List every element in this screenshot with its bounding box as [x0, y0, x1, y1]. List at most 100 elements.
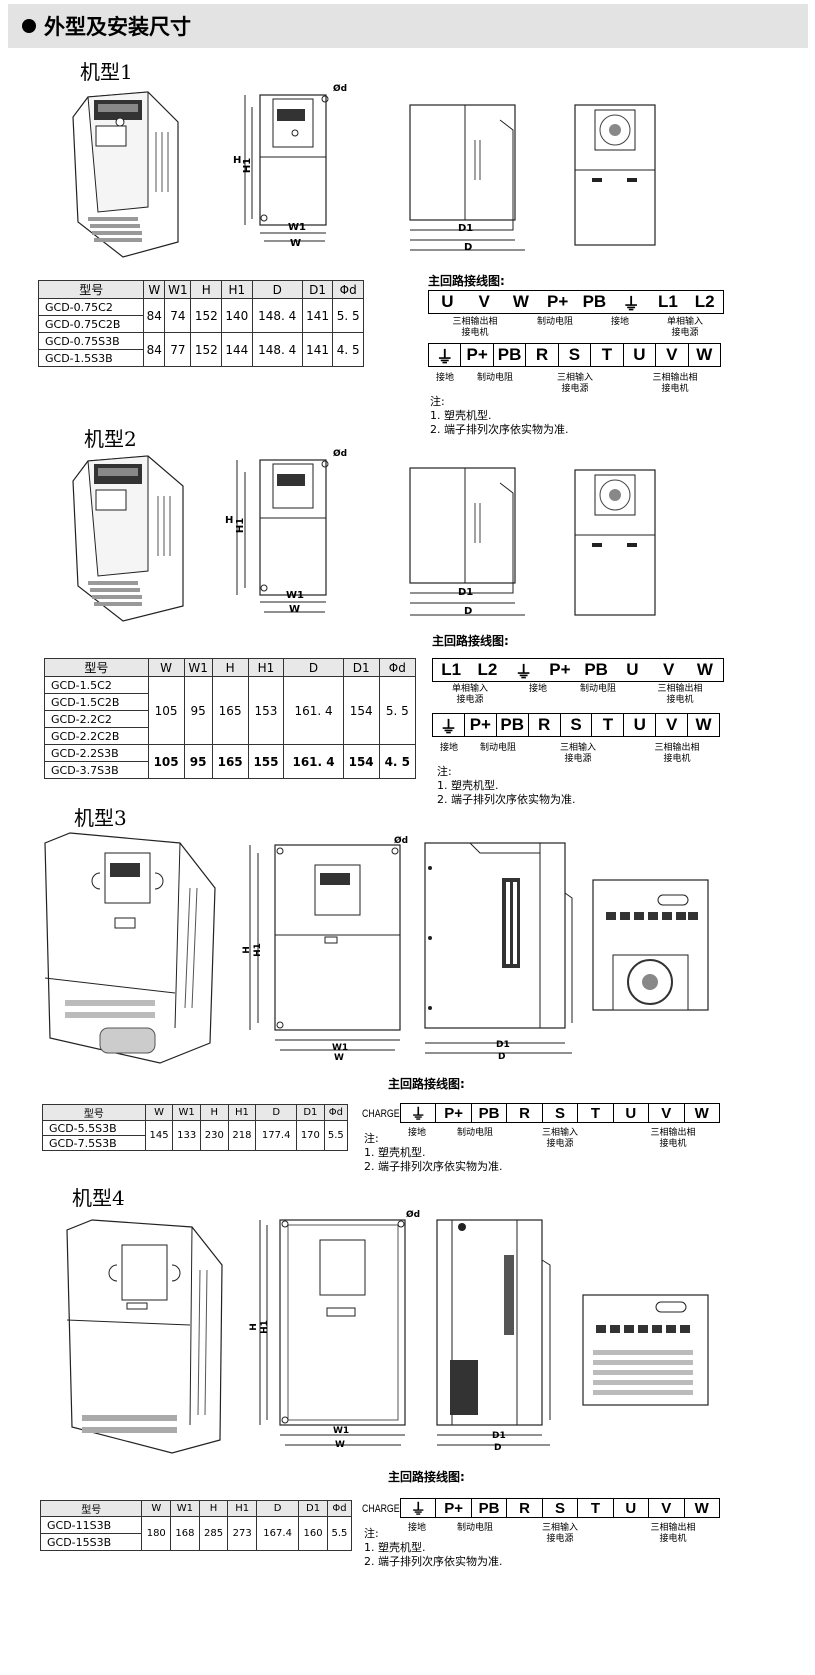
terminal: L2: [477, 660, 498, 679]
model1-side-drawing: [409, 104, 525, 251]
caption: 接地: [435, 373, 454, 383]
terminal: S: [543, 1104, 579, 1122]
terminal: P+: [549, 660, 571, 679]
note-title: 注:: [430, 395, 445, 408]
cell-d1: 141: [301, 298, 334, 333]
cell-w: 145: [144, 1120, 174, 1151]
cell-d1: 170: [296, 1120, 325, 1151]
model-cell: GCD-0.75C2: [37, 298, 145, 316]
model1-terminal-strip-a: U V W P+ PB ⏚ L1 L2: [428, 290, 724, 314]
caption: 三相输出相 接电机: [650, 1128, 696, 1149]
th-model: 型号: [42, 1104, 146, 1121]
th-h1: H1: [247, 658, 285, 677]
terminal: P+: [436, 1104, 472, 1122]
model2-title: 机型2: [84, 427, 137, 451]
model4-title: 机型4: [72, 1186, 125, 1210]
model3-front-drawing: [249, 844, 401, 1051]
th-phid: Φd: [326, 1500, 353, 1517]
dim-h: H: [225, 515, 234, 526]
terminal: V: [656, 344, 689, 366]
dim-w1: W1: [288, 222, 306, 233]
dim-h1: H1: [235, 517, 247, 534]
caption: 接地: [407, 1128, 426, 1138]
terminal: PB: [582, 292, 607, 311]
cell-d: 148. 4: [251, 298, 303, 333]
dim-d: Ød: [406, 1210, 421, 1220]
terminal: PB: [472, 1104, 508, 1122]
note-line: 1. 塑壳机型.: [437, 779, 499, 792]
caption: 接地: [439, 743, 458, 753]
model-cell: GCD-5.5S3B: [42, 1120, 146, 1136]
th-h: H: [200, 1104, 229, 1121]
model-cell: GCD-2.2C2B: [44, 727, 149, 745]
dim-h1: H1: [259, 1320, 270, 1334]
terminal: W: [695, 715, 712, 734]
caption: 三相输出相 接电机: [654, 743, 700, 764]
cell-h1: 153: [247, 676, 285, 745]
dim-w1: W1: [286, 590, 304, 601]
terminal: V: [649, 1499, 685, 1517]
caption: 接地: [528, 684, 547, 694]
dim-d-depth: D: [494, 1443, 502, 1453]
cell-d1: 154: [342, 676, 380, 745]
cell-d: 177.4: [255, 1120, 298, 1151]
model3-iso-drawing: [44, 832, 216, 1064]
caption: 制动电阻: [476, 373, 513, 383]
model-cell: GCD-2.2C2: [44, 710, 149, 728]
cell-h1: 273: [227, 1516, 257, 1551]
terminal: PB: [494, 344, 527, 366]
model-cell: GCD-0.75C2B: [37, 315, 145, 333]
dim-h: H: [248, 1323, 259, 1331]
model-cell: GCD-1.5C2: [44, 676, 149, 694]
terminal: T: [592, 714, 625, 736]
cell-phid: 5.5: [323, 1120, 349, 1151]
wiring-title: 主回路接线图:: [428, 274, 505, 288]
model2-notes: 注: 1. 塑壳机型. 2. 端子排列次序依实物为准.: [437, 765, 576, 807]
dim-d: Ød: [333, 449, 348, 459]
cell-d1: 141: [301, 332, 334, 367]
th-w1: W1: [183, 658, 213, 677]
caption: 三相输入 接电源: [541, 1128, 578, 1149]
terminal: R: [507, 1499, 543, 1517]
ground-icon: ⏚: [401, 1499, 437, 1518]
ground-icon: ⏚: [622, 294, 640, 314]
caption: 制动电阻: [536, 317, 573, 327]
th-w1: W1: [164, 280, 192, 299]
terminal: P+: [465, 714, 497, 736]
th-model: 型号: [39, 1500, 143, 1517]
terminal: P+: [461, 344, 494, 366]
model3-side-drawing: [424, 842, 573, 1054]
cell-h1: 155: [247, 744, 285, 779]
terminal: PB: [584, 660, 608, 679]
dim-w1: W1: [333, 1426, 350, 1436]
caption: 制动电阻: [479, 743, 516, 753]
th-w1: W1: [170, 1500, 200, 1517]
cell-h: 285: [198, 1516, 229, 1551]
dim-d-depth: D: [464, 242, 473, 253]
cell-h: 165: [211, 744, 249, 779]
caption: 三相输入 接电源: [559, 743, 596, 764]
cell-w: 105: [147, 744, 185, 779]
caption: 三相输入 接电源: [541, 1523, 578, 1544]
caption: 接地: [407, 1523, 426, 1533]
note-line: 1. 塑壳机型.: [364, 1541, 426, 1554]
th-d: D: [255, 1500, 300, 1517]
wiring-title: 主回路接线图:: [388, 1077, 465, 1091]
terminal: T: [578, 1104, 614, 1122]
ground-icon: ⏚: [401, 1104, 437, 1123]
dim-h: H: [241, 946, 252, 954]
cell-phid: 4. 5: [378, 744, 417, 779]
cell-w1: 77: [164, 332, 192, 367]
note-line: 1. 塑壳机型.: [430, 409, 492, 422]
model4-notes: 注: 1. 塑壳机型. 2. 端子排列次序依实物为准.: [364, 1527, 503, 1569]
model2-front-drawing: [236, 459, 329, 613]
model-cell: GCD-15S3B: [39, 1533, 143, 1551]
model-cell: GCD-1.5C2B: [44, 693, 149, 711]
caption: 三相输出相 接电机: [650, 1523, 696, 1544]
cell-d1: 160: [298, 1516, 328, 1551]
caption: 制动电阻: [456, 1128, 493, 1138]
th-d1: D1: [298, 1500, 328, 1517]
dim-w: W: [334, 1053, 344, 1063]
terminal: PB: [472, 1499, 508, 1517]
section-title: 外型及安装尺寸: [44, 14, 191, 39]
